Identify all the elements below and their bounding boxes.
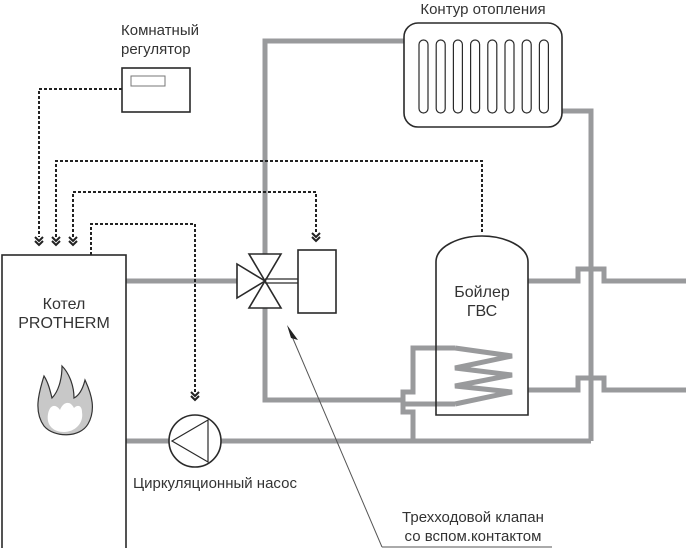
dhw-tank-label: Бойлер ГВС	[436, 283, 528, 321]
boiler-unit	[1, 254, 127, 548]
radiator-title: Контур отопления	[420, 1, 546, 18]
three-way-valve-icon	[236, 249, 337, 314]
pipe-coil-top	[400, 345, 455, 441]
boiler-label-line1: Котел	[42, 296, 86, 313]
pipe-valve-to-radiator	[262, 38, 404, 257]
room-controller	[121, 67, 191, 113]
pipe-dhw-cold	[528, 375, 686, 393]
pump-icon	[168, 414, 222, 468]
room-controller-label-line1: Комнатный	[121, 22, 200, 39]
signal-valve-actuator	[72, 191, 317, 237]
pipes	[126, 38, 686, 444]
control-wiring	[34, 88, 483, 402]
radiator-fin	[418, 39, 429, 114]
valve-label: Трехходовой клапан со вспом.контактом	[388, 508, 558, 546]
dhw-tank-label-line2: ГВС	[466, 303, 498, 320]
radiator-icon	[403, 22, 563, 128]
room-controller-label: Комнатный регулятор	[121, 21, 199, 59]
boiler-label-line2: PROTHERM	[18, 315, 110, 332]
signal-pump	[90, 223, 196, 392]
radiator-fin	[470, 39, 481, 114]
pipe-radiator-return	[562, 108, 594, 441]
boiler-label: Котел PROTHERM	[2, 295, 126, 333]
pipe-dhw-hot	[528, 266, 686, 284]
pump-label: Циркуляционный насос	[133, 475, 297, 492]
valve-leader-line	[287, 325, 552, 548]
valve-actuator	[297, 249, 337, 314]
signal-room-controller	[38, 88, 122, 237]
radiator-fin	[504, 39, 515, 114]
radiator-fin	[538, 39, 550, 114]
dhw-tank-label-line1: Бойлер	[454, 284, 510, 301]
valve-label-line2: со вспом.контактом	[404, 528, 542, 545]
radiator-fin	[452, 39, 463, 114]
radiator-fin	[435, 39, 446, 114]
pipe-valve-bottom	[262, 306, 403, 403]
heat-exchanger-coil	[454, 345, 513, 407]
radiator-fin	[521, 39, 532, 114]
room-controller-label-line2: регулятор	[121, 41, 191, 58]
dhw-tank	[435, 235, 529, 416]
flame-icon	[37, 364, 94, 436]
valve-label-line1: Трехходовой клапан	[402, 509, 544, 526]
radiator-fin	[487, 39, 498, 114]
signal-dhw-sensor	[55, 160, 483, 237]
